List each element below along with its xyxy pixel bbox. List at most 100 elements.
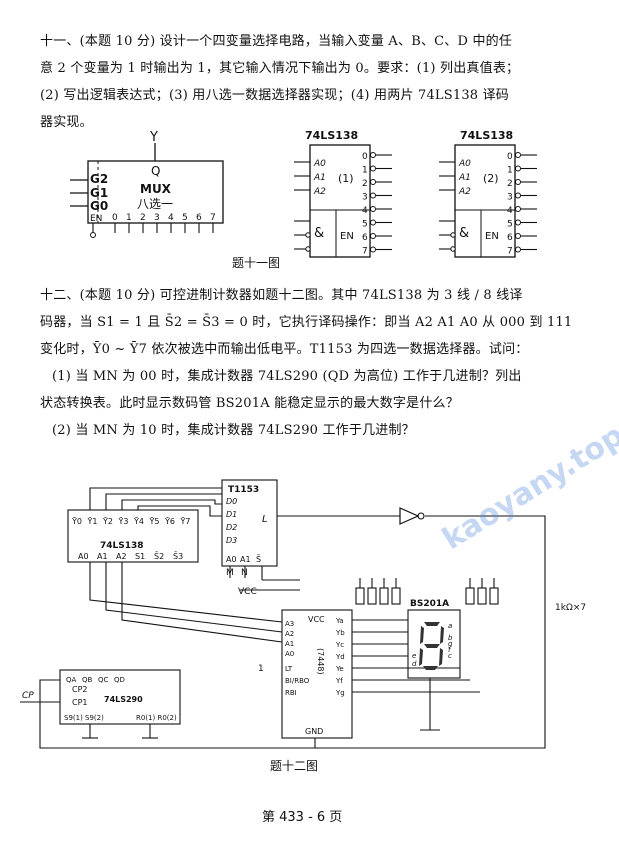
q12-line6: (2) 当 MN 为 10 时，集成计数器 74LS290 工作于几进制？ [52,423,415,438]
question-11: 十一、(本题 10 分) 设计一个四变量选择电路，当输入变量 A、B、C、D 中… [40,28,580,136]
fig12-dec-in: A1 [97,552,108,561]
fig12-counter-q: QA [66,676,77,684]
resistor [477,587,487,605]
fig12-mux-n: N [241,568,248,578]
dec-in-bubble [305,246,311,252]
dec2-a1: A1 [458,173,471,183]
fig12-counter-q: QD [114,676,125,684]
dec2-a2: A2 [458,187,471,197]
dec-out-bubble [370,152,376,158]
page-footer: 第 433 - 6 页 [262,810,343,825]
fig12-counter-q: QB [82,676,93,684]
fig12-mux-title: T1153 [228,485,259,495]
mux-en: EN [90,214,102,224]
fig12-mux-sel0: A0 [226,555,237,564]
fig12-cp2: CP2 [72,685,88,694]
dec-out-label: 4 [362,206,368,216]
dec1-a1: A1 [313,173,326,183]
q12-line5: 状态转换表。此时显示数码管 BS201A 能稳定显示的最大数字是什么？ [40,396,459,411]
mux-out-y: Y [149,130,158,145]
q11-line2: 意 2 个变量为 1 时输出为 1，其它输入情况下输出为 0。要求：(1) 列出… [40,61,520,76]
dec2-amp: & [459,226,469,241]
dec-out-label: 7 [507,247,513,257]
resistor [379,587,389,605]
dec1-index: (1) [338,172,354,185]
fig12-dec-out: Ȳ5 [149,516,160,526]
fig12-dec-out: Ȳ7 [180,516,191,526]
fig12-bcd-in: A2 [285,630,294,638]
dec-out-bubble [370,192,376,199]
q12-line1: 十二、(本题 10 分) 可控进制计数器如题十二图。其中 74LS138 为 3… [40,288,523,303]
q11-line1: 十一、(本题 10 分) 设计一个四变量选择电路，当输入变量 A、B、C、D 中… [40,34,513,49]
fig11-caption: 题十一图 [232,256,280,270]
fig12-bcd-in: A0 [285,650,294,658]
fig12-bcd-gnd: GND [305,727,323,736]
q12-line2: 码器，当 S1 = 1 且 S̄2 = S̄3 = 0 时，它执行译码操作：即当… [40,315,573,330]
dec-out-label: 2 [362,179,368,189]
fig12-vcc: VCC [238,587,257,597]
fig12-bcd-out: Ye [335,665,344,673]
question-12: 十二、(本题 10 分) 可控进制计数器如题十二图。其中 74LS138 为 3… [40,282,580,444]
fig12-dec-out: Ȳ2 [102,516,113,526]
fig12-bcd-out: Ya [335,617,344,625]
fig12-mux-in: D3 [226,536,237,545]
dec-out-bubble [515,152,521,158]
dec-out-bubble [370,179,376,185]
mux-d-label: 1 [126,213,132,223]
dec-in-bubble [450,246,456,252]
mux-d-label: 2 [140,213,146,223]
fig12-mux-in: D0 [226,497,237,506]
mux-d-label: 6 [196,213,202,223]
fig12-bcd-out: Yg [335,689,345,697]
dec-out-label: 1 [362,166,368,176]
fig12-mux-in: D1 [226,510,237,519]
fig12-bcd-in: A1 [285,640,294,648]
dec-out-label: 5 [507,220,513,230]
dec-in-bubble [305,232,311,238]
dec2-en: EN [485,231,499,242]
fig12-seg-label: a [448,622,452,630]
fig12-dec-in: S1 [135,552,145,561]
mux-out-q: Q [151,164,160,178]
dec-out-label: 1 [507,166,513,176]
resistor [367,587,377,605]
dec-out-label: 2 [507,179,513,189]
mux-g2: G2 [90,172,108,186]
fig12-bcd-ctrl: BI/RBO [285,677,310,685]
fig12-dec-out: Ȳ6 [164,516,175,526]
dec2-title: 74LS138 [460,129,513,142]
dec-out-label: 6 [507,233,513,243]
fig12-caption: 题十二图 [270,759,318,773]
fig12-bcd-lt-val: 1 [258,664,264,674]
fig12-seg-label: c [448,652,452,660]
dec-out-label: 0 [362,152,368,162]
fig12-bcd-ctrl: RBI [285,689,297,697]
mux-g1: G1 [90,186,108,200]
fig12-cp1: CP1 [72,698,88,707]
q11-line3: (2) 写出逻辑表达式；(3) 用八选一数据选择器实现；(4) 用两片 74LS… [40,88,509,103]
fig12-bcd-out: Yc [335,641,344,649]
dec1-a2: A2 [313,187,326,197]
dec1-amp: & [314,226,324,241]
mux-d-label: 3 [154,213,160,223]
q12-line3: 变化时，Ȳ0 ~ Ȳ7 依次被选中而输出低电平。T1153 为四选一数据选择器。… [40,342,529,357]
fig12-seg-label: g [448,640,453,648]
fig12-seg-label: f [448,646,452,654]
resistor [465,587,475,605]
fig12-bcd-out: Yd [335,653,345,661]
fig12-display-title: BS201A [410,599,449,609]
fig12-dec-out: Ȳ3 [118,516,129,526]
dec-out-bubble [370,233,376,239]
fig12-mux-out: L [262,514,268,525]
dec-out-label: 3 [507,193,513,203]
mux-g0: G0 [90,199,108,213]
dec2-index: (2) [483,172,499,185]
dec1-a0: A0 [313,159,326,169]
fig12-bcd-label: (7448) [316,648,325,675]
dec-out-bubble [370,219,376,226]
fig12-decoder-title: 74LS138 [100,541,144,551]
dec-out-label: 3 [362,193,368,203]
